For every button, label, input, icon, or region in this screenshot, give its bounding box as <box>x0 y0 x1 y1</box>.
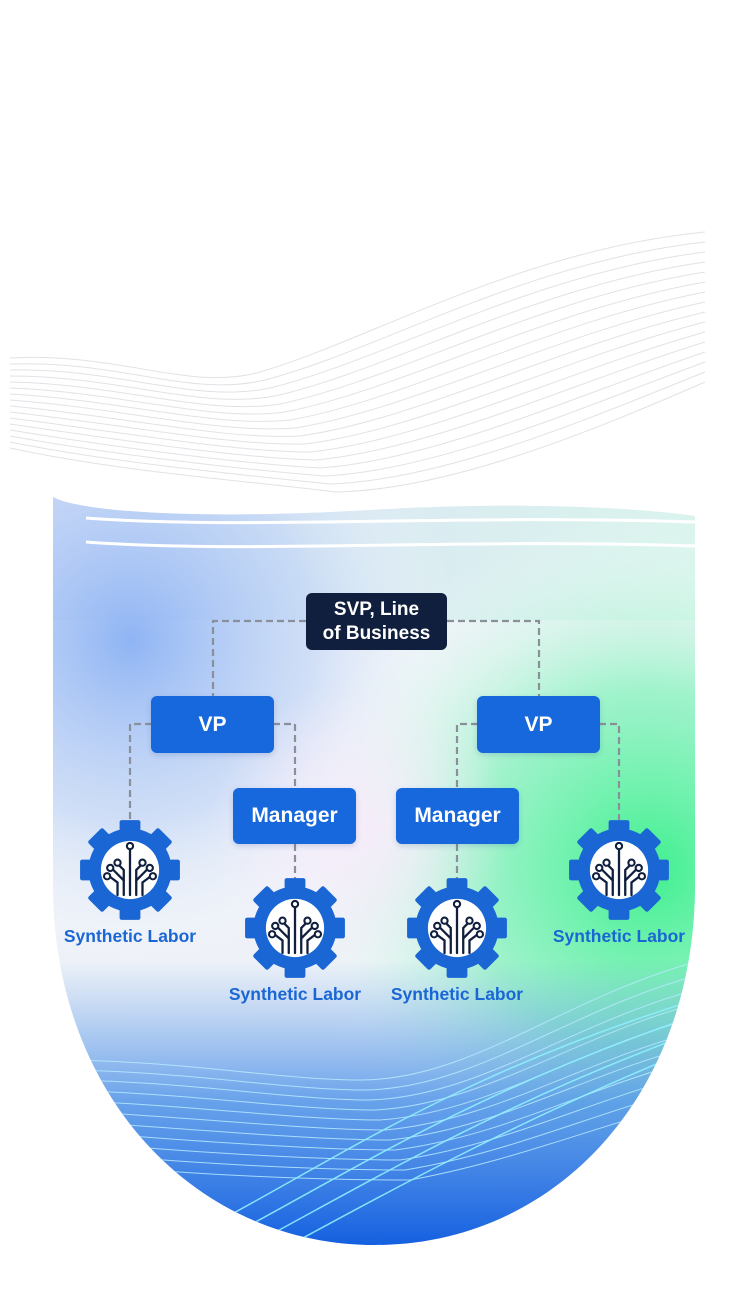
gear-circuit-icon <box>243 876 347 980</box>
gear-circuit-icon <box>567 818 671 922</box>
vp-node-right: VP <box>477 696 600 753</box>
synthetic-labor-label: Synthetic Labor <box>228 984 362 1004</box>
gear-circuit-icon <box>78 818 182 922</box>
manager-node-left: Manager <box>233 788 356 844</box>
svp-node: SVP, Line of Business <box>306 593 447 650</box>
manager-node-right: Manager <box>396 788 519 844</box>
gear-circuit-icon <box>405 876 509 980</box>
vp-node-left: VP <box>151 696 274 753</box>
synthetic-labor-label: Synthetic Labor <box>63 926 197 946</box>
synthetic-labor-label: Synthetic Labor <box>390 984 524 1004</box>
synthetic-labor-label: Synthetic Labor <box>552 926 686 946</box>
